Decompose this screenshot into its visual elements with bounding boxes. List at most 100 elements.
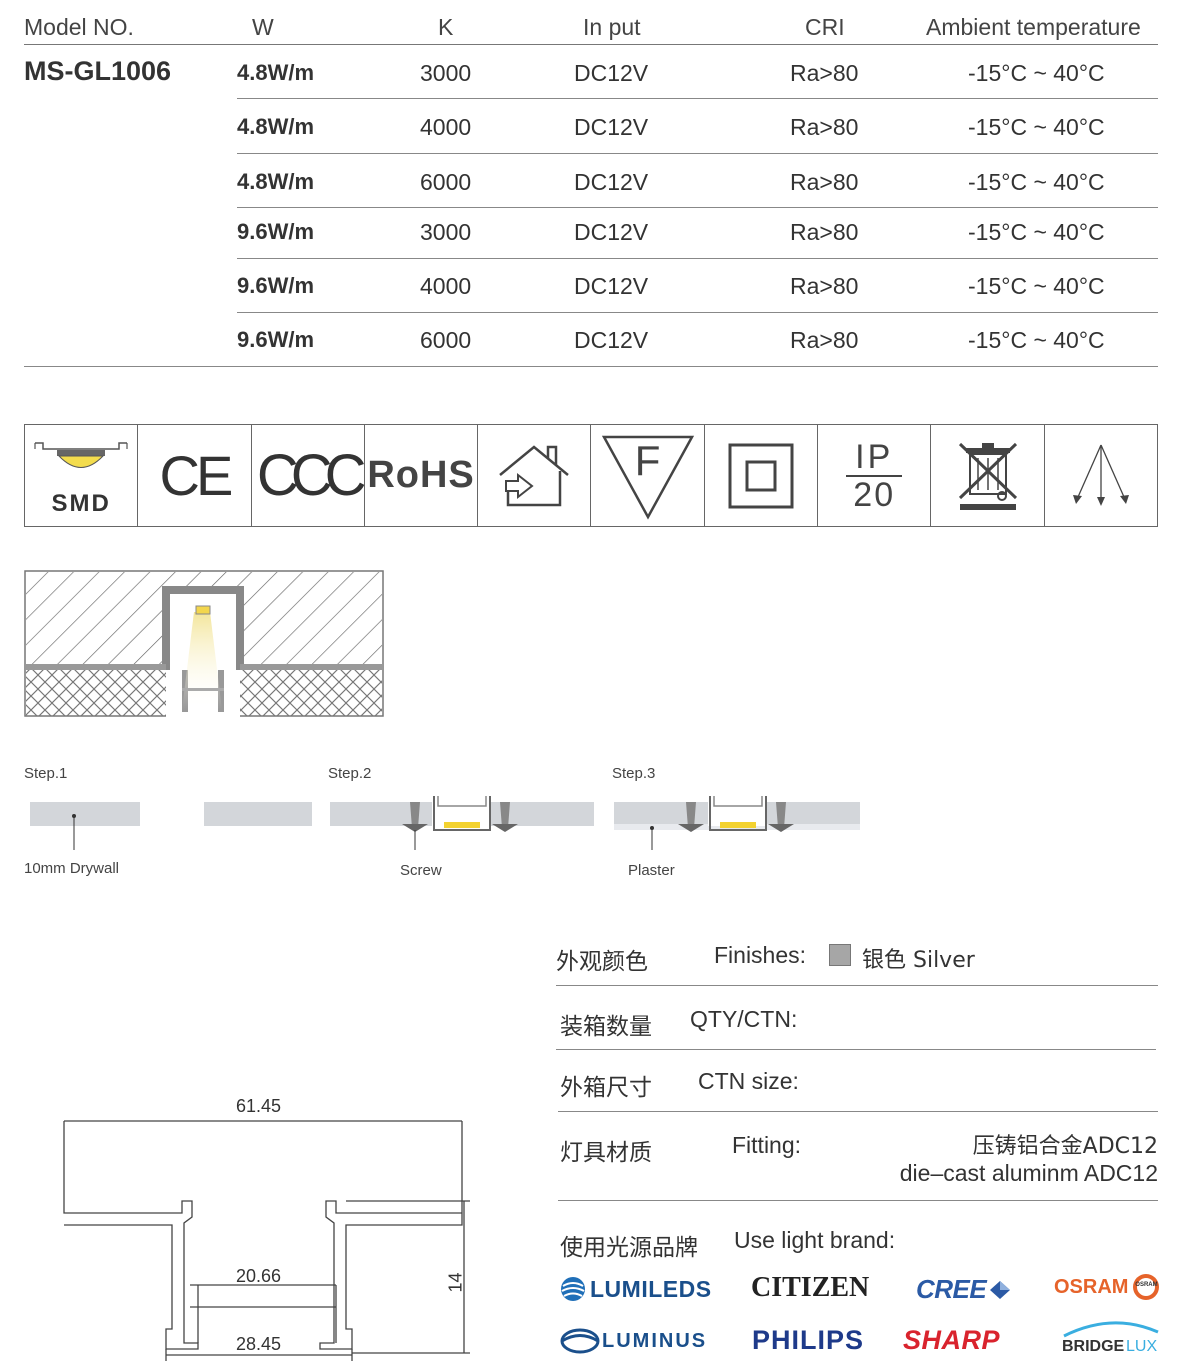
brand-label-en: Use light brand:	[734, 1227, 896, 1253]
luminus-swoosh-icon	[560, 1328, 600, 1354]
dim-width: 61.45	[236, 1096, 282, 1116]
cell-cri: Ra>80	[790, 327, 859, 353]
cell-input: DC12V	[574, 60, 649, 86]
brand-osram: OSRAM OSRAM	[1054, 1272, 1161, 1302]
cell-w: 4.8W/m	[237, 169, 315, 194]
cert-smd: SMD	[25, 425, 139, 526]
table-row: 4.8W/m 4000 DC12V Ra>80 -15°C ~ 40°C	[237, 106, 1158, 160]
cell-k: 4000	[420, 114, 472, 140]
dim-inner: 20.66	[236, 1266, 282, 1286]
weee-bin-icon	[958, 442, 1017, 510]
step-2-title: Step.2	[328, 765, 372, 782]
cell-w: 4.8W/m	[237, 60, 315, 85]
step-1-label: 10mm Drywall	[24, 860, 120, 877]
cree-diamond-icon	[990, 1280, 1011, 1299]
installation-cross-section	[24, 570, 384, 718]
cert-rohs: RoHS	[365, 425, 479, 526]
qty-label-cn: 装箱数量	[560, 1014, 652, 1040]
cell-input: DC12V	[574, 114, 649, 140]
lumileds-globe-icon	[561, 1277, 585, 1301]
fitting-value-cn: 压铸铝合金ADC12	[972, 1134, 1158, 1159]
cell-k: 4000	[420, 273, 472, 299]
table-row: 9.6W/m 4000 DC12V Ra>80 -15°C ~ 40°C	[237, 265, 1158, 319]
cert-weee	[931, 425, 1045, 526]
osram-bulb-icon	[1133, 1274, 1160, 1300]
dim-bottom: 28.45	[236, 1334, 282, 1354]
certification-strip: SMD CE CCC RoHS F IP 20	[24, 424, 1158, 527]
cell-k: 6000	[420, 327, 472, 353]
step-3-title: Step.3	[612, 765, 656, 782]
brand-bridgelux: BRIDGE LUX	[1062, 1318, 1162, 1362]
ccc-mark-icon: CCC	[256, 443, 367, 508]
cell-input: DC12V	[574, 327, 649, 353]
cell-cri: Ra>80	[790, 60, 859, 86]
info-divider	[556, 1049, 1156, 1050]
cell-temp: -15°C ~ 40°C	[968, 60, 1105, 86]
osram-badge-text: OSRAM	[1135, 1282, 1158, 1288]
f-mark-letter: F	[634, 437, 661, 484]
cell-temp: -15°C ~ 40°C	[968, 273, 1105, 299]
info-divider	[558, 1111, 1158, 1112]
cell-input: DC12V	[574, 219, 649, 245]
brand-lumileds: LUMILEDS	[560, 1274, 712, 1304]
cell-cri: Ra>80	[790, 169, 859, 195]
row-divider	[237, 98, 1158, 99]
cert-ip20: IP 20	[818, 425, 932, 526]
header-w: W	[252, 14, 274, 40]
ip-rating: 20	[853, 475, 896, 514]
smd-led-icon	[34, 442, 128, 468]
cert-ccc: CCC	[252, 425, 367, 526]
cell-k: 3000	[420, 60, 472, 86]
cert-class2	[705, 425, 819, 526]
brand-sharp: SHARP	[903, 1325, 1001, 1355]
brand-label-cn: 使用光源品牌	[560, 1235, 698, 1261]
cell-temp: -15°C ~ 40°C	[968, 327, 1105, 353]
finish-label-en: Finishes:	[714, 942, 807, 968]
cert-ce: CE	[138, 425, 252, 526]
cert-beam	[1045, 425, 1157, 526]
table-row: 4.8W/m 3000 DC12V Ra>80 -15°C ~ 40°C	[237, 52, 1158, 106]
header-k: K	[438, 14, 454, 40]
cell-cri: Ra>80	[790, 273, 859, 299]
cell-input: DC12V	[574, 273, 649, 299]
row-divider	[237, 312, 1158, 313]
finish-label-cn: 外观颜色	[556, 949, 648, 975]
row-divider	[237, 207, 1158, 208]
installation-steps-diagram	[30, 796, 860, 850]
header-divider	[24, 44, 1158, 45]
brand-philips: PHILIPS	[752, 1325, 865, 1355]
cell-w: 9.6W/m	[237, 273, 315, 298]
step-2-label: Screw	[400, 862, 442, 879]
ip-label: IP	[855, 437, 894, 476]
fitting-value-en: die–cast aluminm ADC12	[899, 1160, 1158, 1186]
dim-height: 14	[445, 1272, 466, 1293]
qty-label-en: QTY/CTN:	[690, 1006, 798, 1032]
cert-indoor	[478, 425, 592, 526]
cell-k: 6000	[420, 169, 472, 195]
cell-k: 3000	[420, 219, 472, 245]
row-divider	[237, 153, 1158, 154]
header-input: In put	[583, 14, 641, 40]
size-label-cn: 外箱尺寸	[560, 1075, 652, 1101]
row-divider	[237, 258, 1158, 259]
ce-mark-icon: CE	[159, 444, 234, 507]
cell-w: 9.6W/m	[237, 219, 315, 244]
table-bottom-divider	[24, 366, 1158, 367]
size-label-en: CTN size:	[698, 1068, 799, 1094]
brand-cree: CREE	[916, 1274, 1014, 1305]
fitting-label-en: Fitting:	[732, 1132, 802, 1158]
brand-luminus: LUMINUS	[560, 1326, 707, 1356]
double-insulation-icon	[728, 443, 794, 508]
beam-angle-icon	[1072, 444, 1129, 506]
header-cri: CRI	[805, 14, 845, 40]
cell-temp: -15°C ~ 40°C	[968, 169, 1105, 195]
info-divider	[556, 985, 1158, 986]
header-temp: Ambient temperature	[926, 14, 1141, 40]
indoor-use-icon	[499, 444, 570, 506]
bridgelux-arc-icon	[1063, 1321, 1159, 1338]
cell-w: 4.8W/m	[237, 114, 315, 139]
cell-cri: Ra>80	[790, 219, 859, 245]
header-model: Model NO.	[24, 14, 134, 40]
finish-swatch	[829, 944, 851, 966]
cell-w: 9.6W/m	[237, 327, 315, 352]
